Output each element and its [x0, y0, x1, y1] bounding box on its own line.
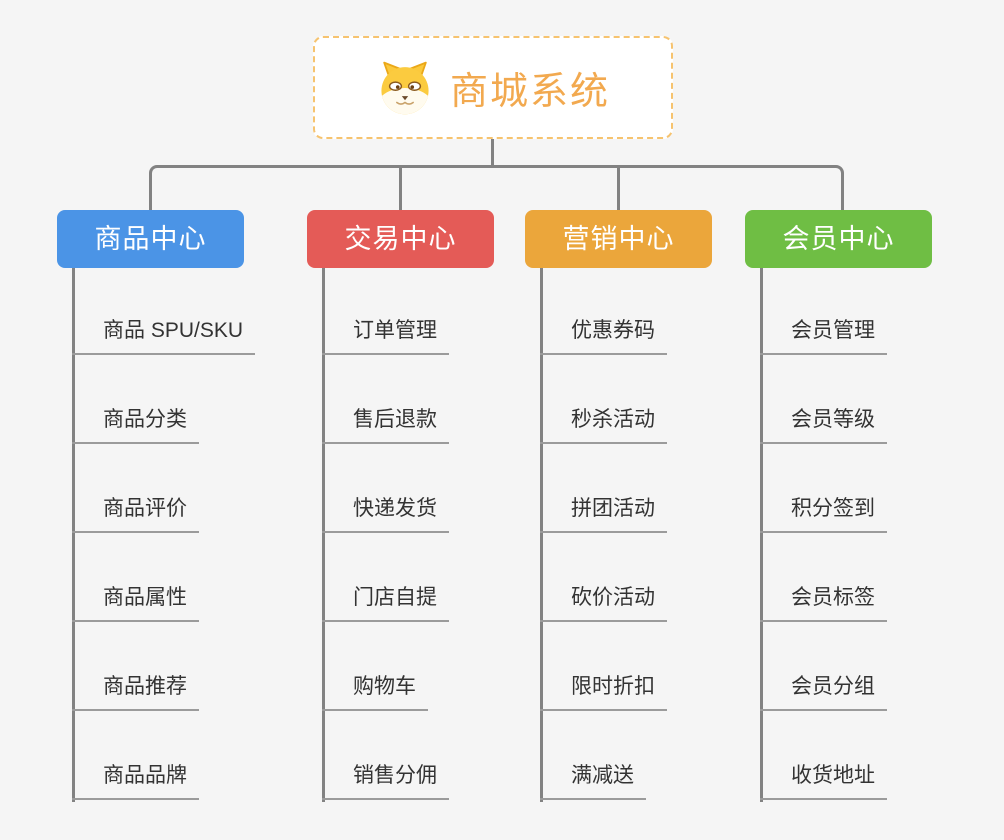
connector-branch-bar — [149, 165, 844, 210]
leaf-item[interactable]: 会员分组 — [760, 673, 887, 711]
leaf-item[interactable]: 商品推荐 — [72, 673, 199, 711]
branch-spine — [322, 268, 325, 802]
dog-face-icon — [381, 61, 429, 114]
branch-column-marketing: 营销中心 优惠券码 秒杀活动 拼团活动 砍价活动 限时折扣 满减送 — [525, 210, 745, 802]
leaf-item[interactable]: 商品分类 — [72, 406, 199, 444]
leaf-item[interactable]: 限时折扣 — [540, 673, 667, 711]
leaf-item[interactable]: 会员管理 — [760, 317, 887, 355]
branch-spine — [540, 268, 543, 802]
branch-spine — [760, 268, 763, 802]
leaf-item[interactable]: 会员标签 — [760, 584, 887, 622]
connector-root-drop — [491, 139, 494, 167]
branch-spine — [72, 268, 75, 802]
branch-node-marketing-center[interactable]: 营销中心 — [525, 210, 712, 268]
leaf-item[interactable]: 砍价活动 — [540, 584, 667, 622]
leaf-item[interactable]: 商品 SPU/SKU — [72, 317, 256, 355]
leaf-item[interactable]: 商品评价 — [72, 495, 199, 533]
leaf-item[interactable]: 商品属性 — [72, 584, 199, 622]
leaf-item[interactable]: 订单管理 — [322, 317, 449, 355]
leaf-item[interactable]: 优惠券码 — [540, 317, 667, 355]
leaf-item[interactable]: 商品品牌 — [72, 762, 199, 800]
leaf-item[interactable]: 快递发货 — [322, 495, 449, 533]
leaf-item[interactable]: 满减送 — [540, 762, 646, 800]
branch-column-trade: 交易中心 订单管理 售后退款 快递发货 门店自提 购物车 销售分佣 — [307, 210, 527, 802]
branch-column-member: 会员中心 会员管理 会员等级 积分签到 会员标签 会员分组 收货地址 — [745, 210, 965, 802]
branch-column-product: 商品中心 商品 SPU/SKU 商品分类 商品评价 商品属性 商品推荐 商品品牌 — [57, 210, 277, 802]
root-node[interactable]: 商城系统 — [313, 36, 673, 139]
connector-drop-trade — [399, 168, 402, 210]
leaf-item[interactable]: 拼团活动 — [540, 495, 667, 533]
leaf-item[interactable]: 积分签到 — [760, 495, 887, 533]
leaf-item[interactable]: 销售分佣 — [322, 762, 449, 800]
branch-node-trade-center[interactable]: 交易中心 — [307, 210, 494, 268]
branch-node-product-center[interactable]: 商品中心 — [57, 210, 244, 268]
leaf-item[interactable]: 购物车 — [322, 673, 428, 711]
root-title: 商城系统 — [449, 71, 610, 113]
leaf-item[interactable]: 售后退款 — [322, 406, 449, 444]
connector-drop-marketing — [617, 168, 620, 210]
leaf-item[interactable]: 门店自提 — [322, 584, 449, 622]
leaf-item[interactable]: 秒杀活动 — [540, 406, 667, 444]
leaf-item[interactable]: 收货地址 — [760, 762, 887, 800]
leaf-item[interactable]: 会员等级 — [760, 406, 887, 444]
branch-node-member-center[interactable]: 会员中心 — [745, 210, 932, 268]
